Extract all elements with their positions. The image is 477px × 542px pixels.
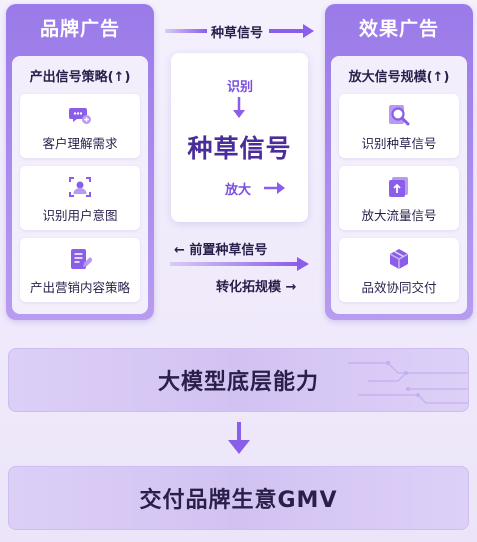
brand-ad-panel: 品牌广告 产出信号策略(↑) 客户理解需求 识别用 bbox=[6, 4, 154, 320]
top-connector-label: 种草信号 bbox=[211, 26, 264, 41]
upload-box-icon bbox=[387, 175, 411, 199]
effect-card-label: 识别种草信号 bbox=[361, 136, 437, 151]
brand-card-label: 产出营销内容策略 bbox=[29, 280, 130, 295]
brand-card-content-strategy: 产出营销内容策略 bbox=[20, 238, 140, 302]
effect-ad-subtitle: 放大信号规模(↑) bbox=[348, 70, 450, 85]
brand-ad-title: 品牌广告 bbox=[39, 18, 120, 40]
seeding-signal-box: 识别 种草信号 放大 bbox=[171, 53, 308, 222]
right-arrow-icon bbox=[264, 182, 285, 194]
brand-ad-body: 产出信号策略(↑) 客户理解需求 识别用户意图 bbox=[12, 56, 148, 314]
effect-ad-body: 放大信号规模(↑) 识别种草信号 放大流量信号 bbox=[331, 56, 467, 314]
brand-card-label: 识别用户意图 bbox=[42, 208, 118, 223]
effect-card-label: 品效协同交付 bbox=[361, 280, 437, 295]
package-icon bbox=[387, 247, 411, 271]
down-arrow-icon bbox=[233, 97, 245, 118]
top-connector-arrow bbox=[165, 24, 314, 38]
user-scan-icon bbox=[68, 175, 92, 199]
effect-ad-title: 效果广告 bbox=[358, 18, 439, 40]
effect-card-delivery: 品效协同交付 bbox=[339, 238, 459, 302]
convert-scale-arrow bbox=[170, 257, 309, 271]
circuit-decoration bbox=[348, 361, 468, 404]
brand-gmv-bar: 交付品牌生意GMV bbox=[8, 466, 469, 530]
top-connector: 种草信号 bbox=[165, 20, 315, 42]
brand-gmv-label: 交付品牌生意GMV bbox=[139, 488, 338, 513]
down-arrow-icon bbox=[228, 422, 250, 454]
brand-ad-subtitle: 产出信号策略(↑) bbox=[29, 70, 131, 85]
seeding-signal-title: 种草信号 bbox=[187, 134, 292, 163]
document-edit-icon bbox=[68, 247, 92, 271]
identify-label: 识别 bbox=[227, 80, 254, 95]
front-seeding-label: ← 前置种草信号 bbox=[174, 243, 268, 258]
effect-card-label: 放大流量信号 bbox=[361, 208, 437, 223]
brand-card-label: 客户理解需求 bbox=[42, 136, 118, 151]
foundation-model-label: 大模型底层能力 bbox=[157, 370, 319, 395]
effect-card-amplify-traffic: 放大流量信号 bbox=[339, 166, 459, 230]
foundation-model-bar: 大模型底层能力 bbox=[8, 348, 469, 412]
magnifier-icon bbox=[387, 103, 411, 127]
chat-bubble-icon bbox=[68, 103, 92, 127]
effect-card-identify-signal: 识别种草信号 bbox=[339, 94, 459, 158]
convert-scale-label: 转化拓规模 → bbox=[216, 280, 297, 295]
brand-card-customer-needs: 客户理解需求 bbox=[20, 94, 140, 158]
brand-card-user-intent: 识别用户意图 bbox=[20, 166, 140, 230]
effect-ad-panel: 效果广告 放大信号规模(↑) 识别种草信号 放大流量信号 bbox=[325, 4, 473, 320]
amplify-label: 放大 bbox=[225, 183, 252, 198]
